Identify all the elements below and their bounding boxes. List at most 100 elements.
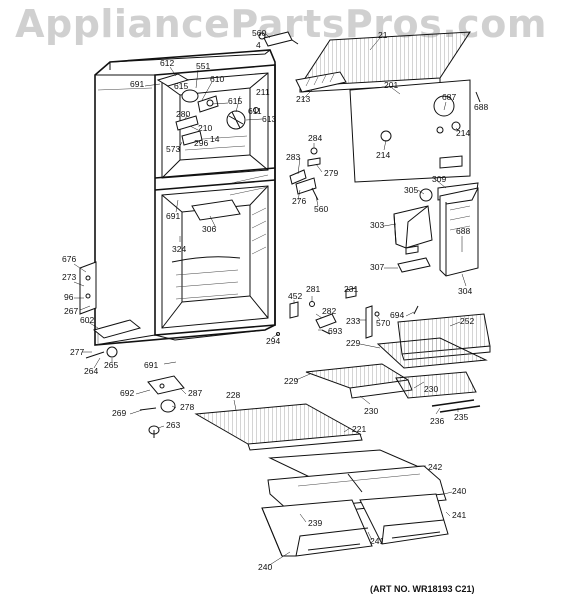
- callout-283: 283: [286, 152, 300, 162]
- callout-280: 280: [176, 109, 190, 119]
- shelf-rails: [431, 399, 481, 413]
- crisper-drawer-left: [261, 499, 373, 557]
- callout-307: 307: [370, 262, 384, 272]
- callout-613: 613: [262, 114, 276, 124]
- callout-551: 551: [196, 61, 210, 71]
- callout-560-b: 560: [314, 204, 328, 214]
- lower-hinge-bracket: [79, 261, 142, 359]
- callout-281: 281: [306, 284, 320, 294]
- shelf-306: [191, 199, 241, 221]
- callout-233: 233: [346, 316, 360, 326]
- callout-264: 264: [84, 366, 98, 376]
- callout-324: 324: [172, 244, 186, 254]
- callout-570: 570: [376, 318, 390, 328]
- callout-304: 304: [458, 286, 472, 296]
- callout-693: 693: [328, 326, 342, 336]
- callout-14: 14: [210, 134, 220, 144]
- callout-277: 277: [70, 347, 84, 357]
- callout-201: 201: [384, 80, 398, 90]
- callout-labels: 612 551 610 691 615 615 611 211 613 280 …: [62, 28, 488, 572]
- callout-267: 267: [64, 306, 78, 316]
- callout-96: 96: [64, 292, 74, 302]
- callout-210: 210: [198, 123, 212, 133]
- callout-239: 239: [308, 518, 322, 528]
- callout-296: 296: [194, 138, 208, 148]
- callout-229-b: 229: [284, 376, 298, 386]
- callout-228: 228: [226, 390, 240, 400]
- callout-615-b: 615: [228, 96, 242, 106]
- callout-235: 235: [454, 412, 468, 422]
- shelf-230: [395, 371, 477, 399]
- bracket-307: [397, 257, 431, 273]
- callout-273: 273: [62, 272, 76, 282]
- top-hinge: [258, 31, 299, 47]
- callout-676: 676: [62, 254, 76, 264]
- shelf-229-lower: [305, 363, 413, 399]
- callout-230: 230: [424, 384, 438, 394]
- callout-687: 687: [442, 92, 456, 102]
- callout-691: 691: [130, 79, 144, 89]
- callout-287: 287: [188, 388, 202, 398]
- callout-278: 278: [180, 402, 194, 412]
- callout-279: 279: [324, 168, 338, 178]
- callout-213: 213: [296, 94, 310, 104]
- callout-691-b: 691: [166, 211, 180, 221]
- callout-229: 229: [346, 338, 360, 348]
- shelf-229-upper: [376, 337, 488, 369]
- callout-269: 269: [112, 408, 126, 418]
- callout-309: 309: [432, 174, 446, 184]
- ice-tray: [295, 71, 347, 93]
- damper-parts: [289, 147, 321, 201]
- callout-692: 692: [120, 388, 134, 398]
- screw-688: [475, 91, 481, 103]
- callout-252: 252: [460, 316, 474, 326]
- callout-615: 615: [174, 81, 188, 91]
- control-housing-303: [393, 205, 433, 255]
- callout-611: 611: [248, 106, 262, 116]
- cabinet: [94, 49, 276, 346]
- callout-691-c: 691: [144, 360, 158, 370]
- callout-263: 263: [166, 420, 180, 430]
- freezer-controls: [156, 73, 259, 146]
- leader-lines: [73, 33, 467, 567]
- callout-231: 231: [344, 284, 358, 294]
- callout-306: 306: [202, 224, 216, 234]
- callout-21: 21: [378, 30, 388, 40]
- callout-214: 214: [376, 150, 390, 160]
- callout-305: 305: [404, 185, 418, 195]
- art-number-note: (ART NO. WR18193 C21): [370, 584, 475, 594]
- callout-265: 265: [104, 360, 118, 370]
- callout-240: 240: [452, 486, 466, 496]
- back-panel: [349, 79, 471, 183]
- callout-4: 4: [256, 40, 261, 50]
- callout-221: 221: [352, 424, 366, 434]
- callout-241: 241: [452, 510, 466, 520]
- callout-610: 610: [210, 74, 224, 84]
- callout-284: 284: [308, 133, 322, 143]
- callout-688-b: 688: [456, 226, 470, 236]
- callout-602: 602: [80, 315, 94, 325]
- callout-294: 294: [266, 336, 280, 346]
- callout-236: 236: [430, 416, 444, 426]
- callout-240-b: 240: [258, 562, 272, 572]
- callout-560: 560: [252, 28, 266, 38]
- callout-612: 612: [160, 58, 174, 68]
- air-duct-304: [439, 187, 479, 277]
- callout-303: 303: [370, 220, 384, 230]
- callout-573: 573: [166, 144, 180, 154]
- crisper-drawer-right: [359, 493, 449, 545]
- callout-242: 242: [428, 462, 442, 472]
- freezer-wire-shelf: [299, 31, 471, 93]
- callout-230-b: 230: [364, 406, 378, 416]
- callout-276: 276: [292, 196, 306, 206]
- callout-452: 452: [288, 291, 302, 301]
- callout-214-b: 214: [456, 128, 470, 138]
- crisper-shelf-228: [194, 403, 363, 451]
- leveler-parts: [139, 375, 185, 438]
- callout-241-b: 241: [370, 536, 384, 546]
- callout-211: 211: [256, 87, 270, 97]
- callout-694: 694: [390, 310, 404, 320]
- callout-282: 282: [322, 306, 336, 316]
